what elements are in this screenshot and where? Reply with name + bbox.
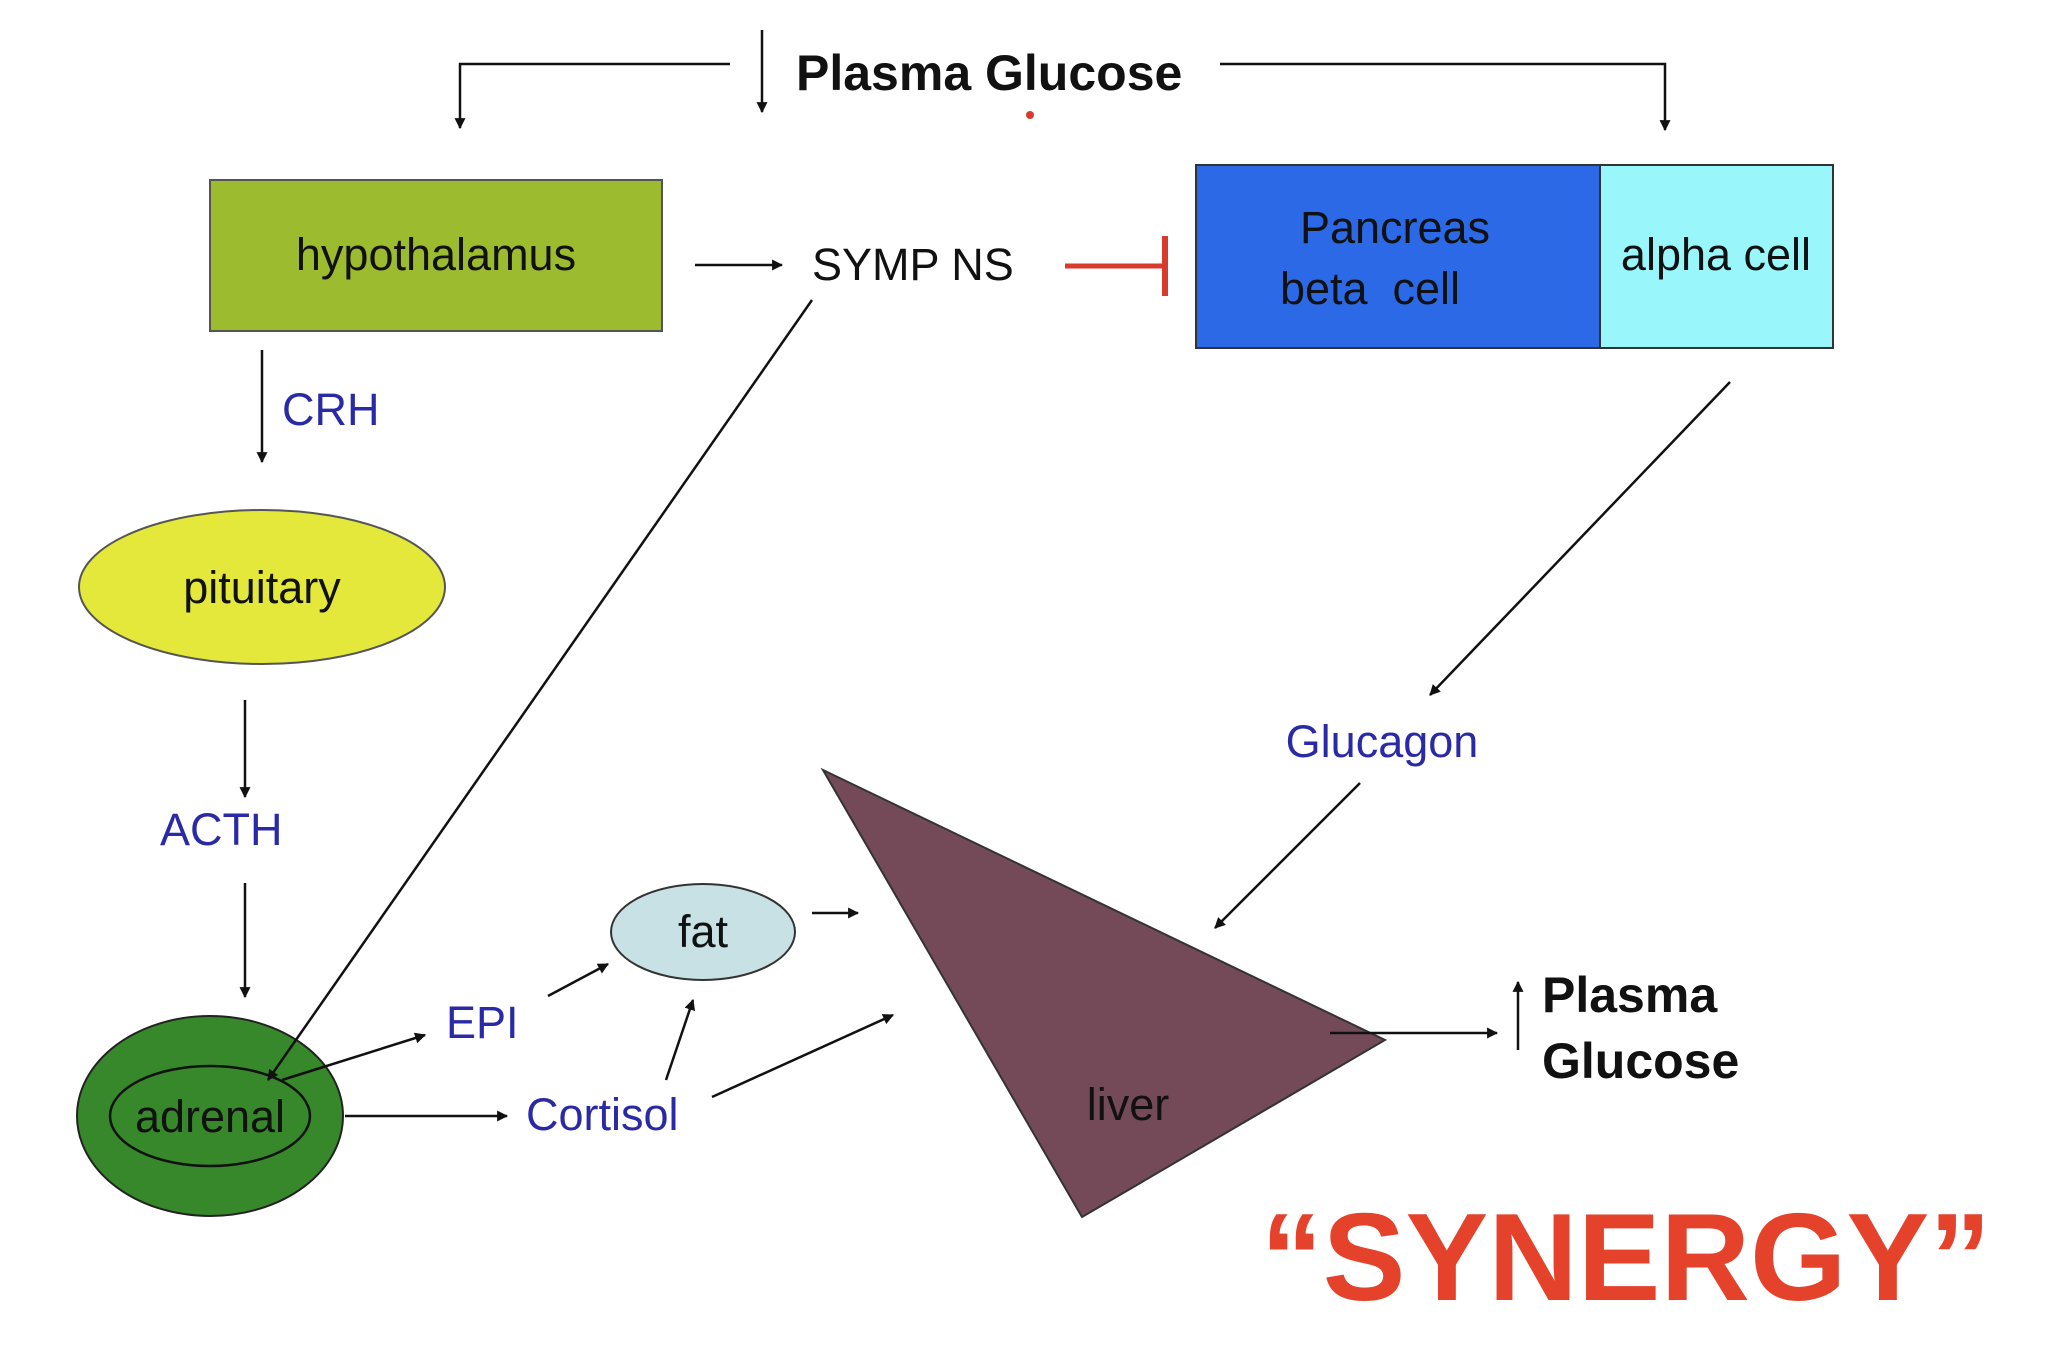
acth-label: ACTH <box>160 804 283 855</box>
arrow-adrenal-to-epi <box>281 1032 427 1082</box>
alpha-cell-box <box>1599 164 1834 349</box>
fat-label: fat <box>678 906 729 957</box>
plasma-label: Plasma <box>1542 967 1718 1023</box>
arrow-cortisol-to-fat <box>664 998 696 1081</box>
glucose-label: Glucose <box>1542 1033 1739 1089</box>
pituitary-ellipse <box>78 509 446 665</box>
top-plasma-glucose-label: Plasma Glucose <box>796 45 1182 101</box>
arrow-symp-ns-to-adrenal <box>266 299 814 1081</box>
cortisol-label: Cortisol <box>526 1089 679 1140</box>
fat-ellipse <box>610 883 796 981</box>
synergy-label: “SYNERGY” <box>1261 1189 1991 1327</box>
symp-ns-label: SYMP NS <box>812 239 1014 290</box>
crh-label: CRH <box>282 384 380 435</box>
pointer-dot <box>1026 111 1034 119</box>
arrow-to-hypothalamus <box>454 62 730 130</box>
hypothalamus-box <box>209 179 663 332</box>
arrow-epi-to-fat <box>547 962 609 998</box>
liver-triangle <box>820 767 1388 1219</box>
hypothalamus-label: hypothalamus <box>296 229 576 280</box>
liver-label: liver <box>1087 1079 1170 1130</box>
arrow-cortisol-to-liver <box>711 1013 895 1099</box>
arrow-glucagon-to-liver <box>1214 782 1361 929</box>
pancreas-label: Pancreas <box>1300 202 1490 253</box>
beta-cell-label: beta cell <box>1280 263 1460 314</box>
adrenal-inner-ellipse <box>108 1064 312 1168</box>
arrow-alpha-cell-to-glucagon <box>1429 381 1731 696</box>
alpha-cell-label: alpha cell <box>1621 229 1811 280</box>
pituitary-label: pituitary <box>183 562 341 613</box>
arrow-to-pancreas <box>1220 62 1671 132</box>
inhibition-bar-icon <box>1065 236 1168 296</box>
glucagon-label: Glucagon <box>1286 716 1479 767</box>
adrenal-label: adrenal <box>135 1091 285 1142</box>
pancreas-beta-cell-box <box>1195 164 1601 349</box>
epi-label: EPI <box>446 997 519 1048</box>
